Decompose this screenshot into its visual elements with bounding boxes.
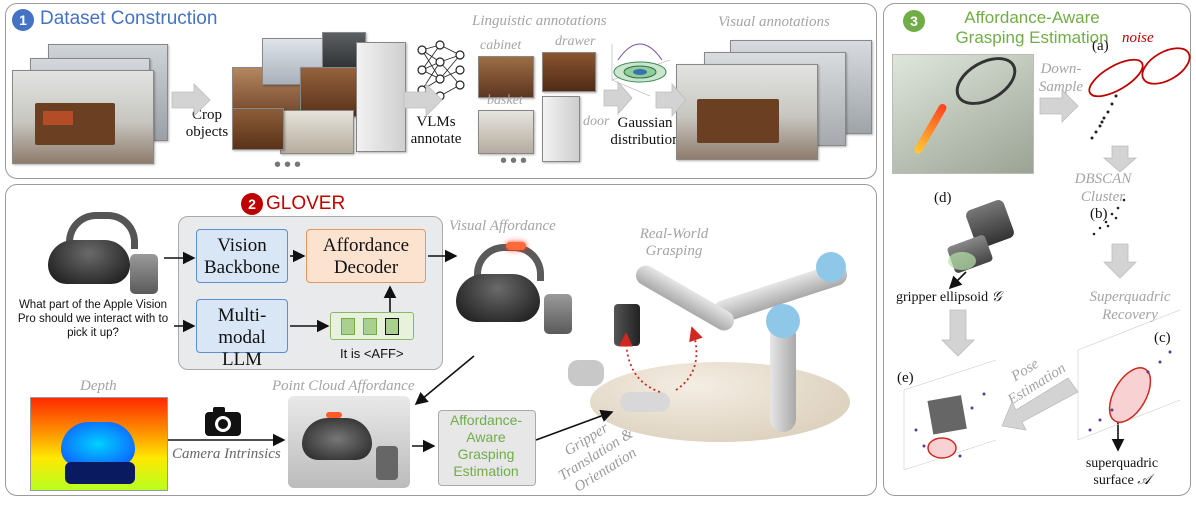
gripper [614,304,640,346]
aff-token [385,318,399,335]
headset-on-table [620,392,670,412]
crop-basket2-photo [280,110,354,154]
gaussian-distribution-label: Gaussian distribution [610,115,680,148]
gripper-ellipsoid-shape [948,252,976,270]
ling-door-photo [542,96,580,162]
point-cloud-affordance-title: Point Cloud Affordance [272,378,415,394]
arm-link-2 [770,322,796,432]
battery-pack [130,254,158,294]
label-cabinet: cabinet [480,38,522,53]
vision-pro-headset-icon [46,212,166,302]
ellipsis-ling: ••• [500,150,531,172]
section1-badge: 1 [12,9,34,31]
headset-band [66,212,138,249]
multimodal-llm-module: Multi-modal LLM [196,299,288,370]
vision-backbone-module: Vision Backbone [196,229,288,283]
section3-title: Affordance-Aware Grasping Estimation [955,8,1109,47]
label-a: (a) [1092,38,1109,54]
crop-cabinet2-photo [232,108,284,150]
visual-annotations-title: Visual annotations [718,14,830,30]
label-b: (b) [1090,206,1108,222]
va-battery [544,294,572,334]
token-strip [330,312,414,340]
arm-joint-1 [816,252,846,282]
va-visor [456,274,540,322]
affordance-decoder-module: Affordance Decoder [306,229,426,283]
camera-lens-inner [218,419,228,429]
pc-battery [376,446,398,480]
aff-token-text: It is <AFF> [340,346,404,361]
racket-head [947,47,1025,115]
point-cloud-image [288,396,410,488]
arm-joint-2 [766,304,800,338]
racket-handle [913,102,948,155]
crop-door-photo [356,42,406,152]
camera-intrinsics-label: Camera Intrinsics [172,446,281,462]
sq-surface-label: superquadric surface 𝒜 [1082,455,1162,489]
grasp-estimation-module [438,410,536,486]
depth-headset [61,422,135,466]
section1-title: Dataset Construction [40,8,218,29]
headset-lifted [568,360,604,386]
token-1 [341,318,355,335]
section3-badge: 3 [903,10,925,32]
gripper-ellipsoid-symbol: 𝒢 [991,290,1002,305]
label-d: (d) [934,190,952,206]
racket-pointcloud [892,47,1034,174]
question-text: What part of the Apple Vision Pro should… [17,299,169,339]
arm-link-3 [632,261,738,335]
gripper-model [940,198,1040,280]
ling-cabinet-photo [478,56,534,98]
sq-surface-text: superquadric surface [1085,456,1159,488]
label-drawer: drawer [555,34,596,49]
sq-surface-symbol: 𝒜 [1137,473,1151,488]
pc-headset [302,418,372,460]
dbscan-label: DBSCAN Cluster [1074,171,1132,205]
label-e: (e) [897,370,914,386]
visual-affordance-title: Visual Affordance [449,218,556,234]
downsample-label: Down-Sample [1038,61,1084,95]
label-c: (c) [1154,330,1171,346]
label-basket: basket [487,93,523,108]
gripper-ellipsoid-label: gripper ellipsoid 𝒢 [896,290,1002,306]
noise-label: noise [1122,30,1154,46]
sq-recovery-label: Superquadric Recovery [1089,289,1171,323]
depth-shadow [65,462,135,484]
headset-visor [48,240,130,284]
depth-title: Depth [80,378,117,394]
camera-top [213,407,225,413]
grasp-estimation-label: Affordance-Aware Grasping Estimation [449,412,523,479]
linguistic-annotations-title: Linguistic annotations [472,13,607,29]
ling-drawer-photo [542,52,596,92]
ling-basket-photo [478,110,534,154]
visual-photo-front [676,64,818,160]
crop-objects-label: Crop objects [185,107,229,140]
ellipsis-crops: ••• [274,154,305,176]
gripper-ellipsoid-text: gripper ellipsoid [896,290,989,305]
section2-title: GLOVER [266,193,346,214]
token-2 [363,318,377,335]
section2-badge: 2 [241,193,263,215]
robot-arm-scene [568,212,870,442]
depth-map [30,397,168,491]
pc-hotspot [326,412,342,418]
visual-affordance-headset [452,242,582,344]
va-hotspot [506,242,526,250]
vlms-annotate-label: VLMs annotate [410,114,462,147]
visual-dresser [697,99,779,143]
label-door: door [583,114,610,129]
drawer-highlight [43,111,73,125]
room-photo-front [12,70,154,164]
camera-icon [205,407,241,436]
real-world-grasping-title: Real-World Grasping [639,226,709,259]
